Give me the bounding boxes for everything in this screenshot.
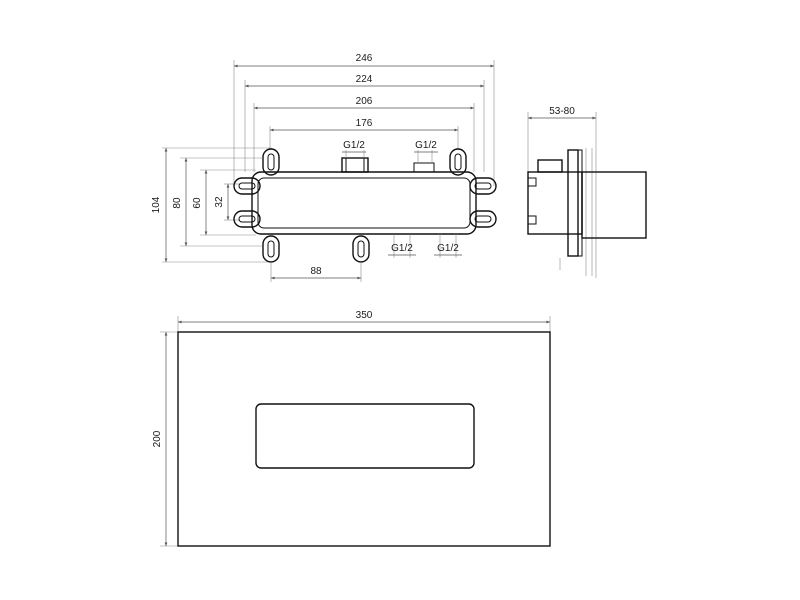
outlet-right-label: G1/2	[437, 243, 459, 254]
side-view: 53-80	[527, 106, 647, 278]
cover-plate-window	[255, 403, 475, 469]
inlet-right-label: G1/2	[415, 140, 437, 151]
height-dimensions: 104 80 60 32	[151, 148, 230, 262]
bottom-outlets: G1/2 G1/2	[388, 234, 462, 258]
top-inlets: G1/2 G1/2	[341, 140, 438, 173]
dim-height-32: 32	[214, 196, 225, 208]
cover-plate	[177, 331, 551, 547]
dim-plate-height-200: 200	[152, 430, 163, 447]
top-view: 246 224 206 176 104 80 60	[151, 53, 497, 282]
dim-height-104: 104	[151, 196, 162, 213]
dim-height-80: 80	[172, 197, 183, 209]
inlet-left-label: G1/2	[343, 140, 365, 151]
dim-width-176: 176	[356, 118, 373, 129]
mixer-body	[251, 171, 477, 235]
dim-depth-53-80: 53-80	[549, 106, 575, 117]
width-extension-lines	[233, 60, 495, 186]
dim-width-206: 206	[356, 96, 373, 107]
dim-plate-width-350: 350	[356, 310, 373, 321]
offset-dimension: 88	[270, 262, 362, 282]
width-dimensions: 246 224 206 176	[234, 53, 494, 132]
height-extension-lines	[162, 147, 272, 263]
cover-plate-view: 350 200	[152, 310, 551, 547]
outlet-left-label: G1/2	[391, 243, 413, 254]
dim-height-60: 60	[192, 197, 203, 209]
dim-width-224: 224	[356, 74, 373, 85]
dim-width-246: 246	[356, 53, 373, 64]
dim-offset-88: 88	[310, 266, 322, 277]
